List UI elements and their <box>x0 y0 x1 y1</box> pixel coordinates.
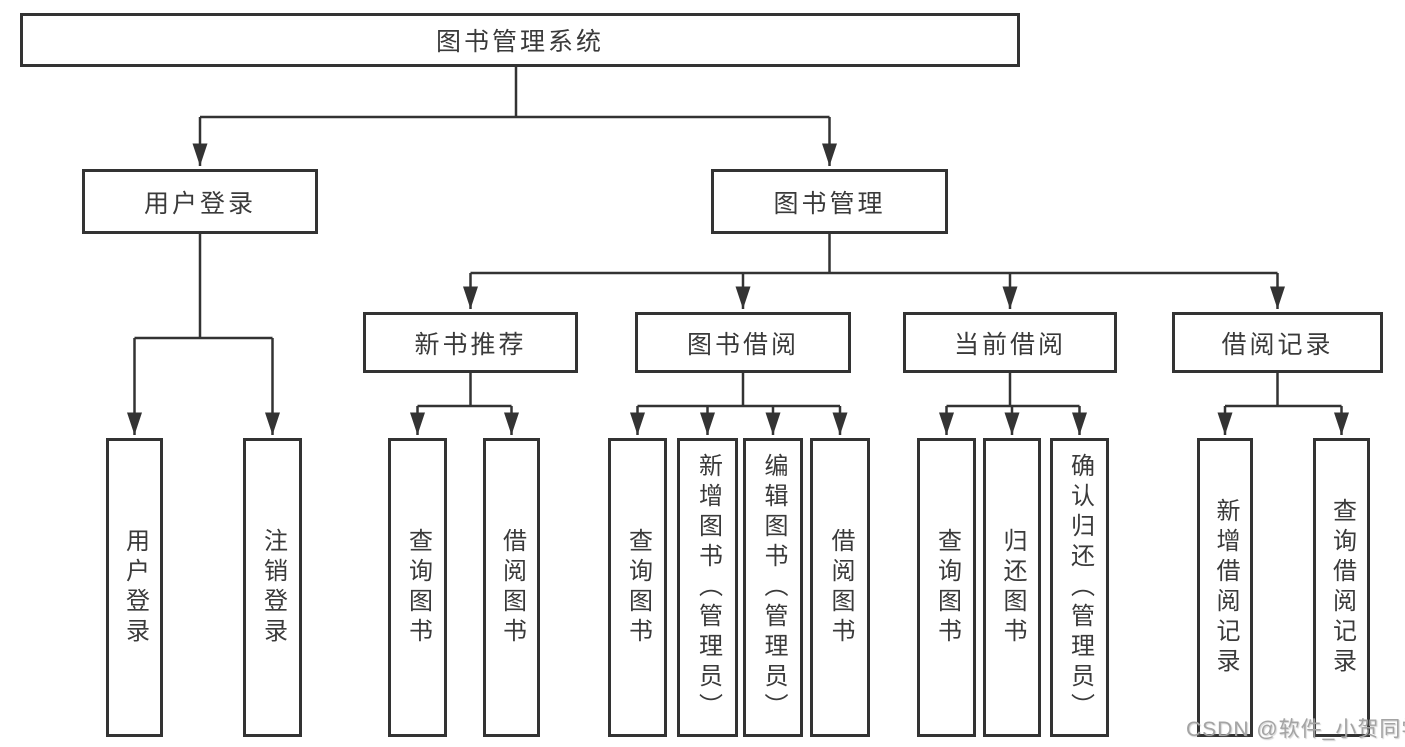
connector-current-borrow-children <box>939 373 1087 435</box>
connector-book-borrow-children <box>630 373 848 435</box>
node-new-book-recommend: 新书推荐 <box>363 312 578 373</box>
node-leaf-logout: 注销登录 <box>243 438 302 737</box>
connector-book-mgmt-to-level2 <box>463 234 1285 309</box>
node-borrowing-records: 借阅记录 <box>1172 312 1383 373</box>
node-leaf-add-borrow-record: 新增借阅记录 <box>1197 438 1253 737</box>
node-leaf-search-borrow-record: 查询借阅记录 <box>1313 438 1370 737</box>
node-book-borrowing: 图书借阅 <box>635 312 851 373</box>
connector-user-login-children <box>127 234 280 435</box>
node-leaf-return-book: 归还图书 <box>983 438 1041 737</box>
node-root-system: 图书管理系统 <box>20 13 1020 67</box>
node-leaf-search-books-recommend: 查询图书 <box>388 438 447 737</box>
connector-borrow-records-children <box>1217 373 1349 435</box>
connector-new-book-rec-children <box>410 373 519 435</box>
csdn-watermark: CSDN @软件_小贺同学 <box>1186 718 1405 741</box>
node-leaf-user-login: 用户登录 <box>106 438 163 737</box>
node-book-management: 图书管理 <box>711 169 948 234</box>
node-leaf-borrow-book: 借阅图书 <box>810 438 870 737</box>
node-leaf-confirm-return-admin: 确认归还（管理员） <box>1050 438 1109 737</box>
node-current-borrowing: 当前借阅 <box>903 312 1117 373</box>
node-user-login: 用户登录 <box>82 169 318 234</box>
node-leaf-search-books-current: 查询图书 <box>917 438 976 737</box>
node-leaf-add-book-admin: 新增图书（管理员） <box>677 438 738 737</box>
node-leaf-borrow-books-recommend: 借阅图书 <box>483 438 540 737</box>
connector-root-to-level1 <box>192 67 837 166</box>
node-leaf-edit-book-admin: 编辑图书（管理员） <box>743 438 803 737</box>
node-leaf-search-books-borrow: 查询图书 <box>608 438 667 737</box>
